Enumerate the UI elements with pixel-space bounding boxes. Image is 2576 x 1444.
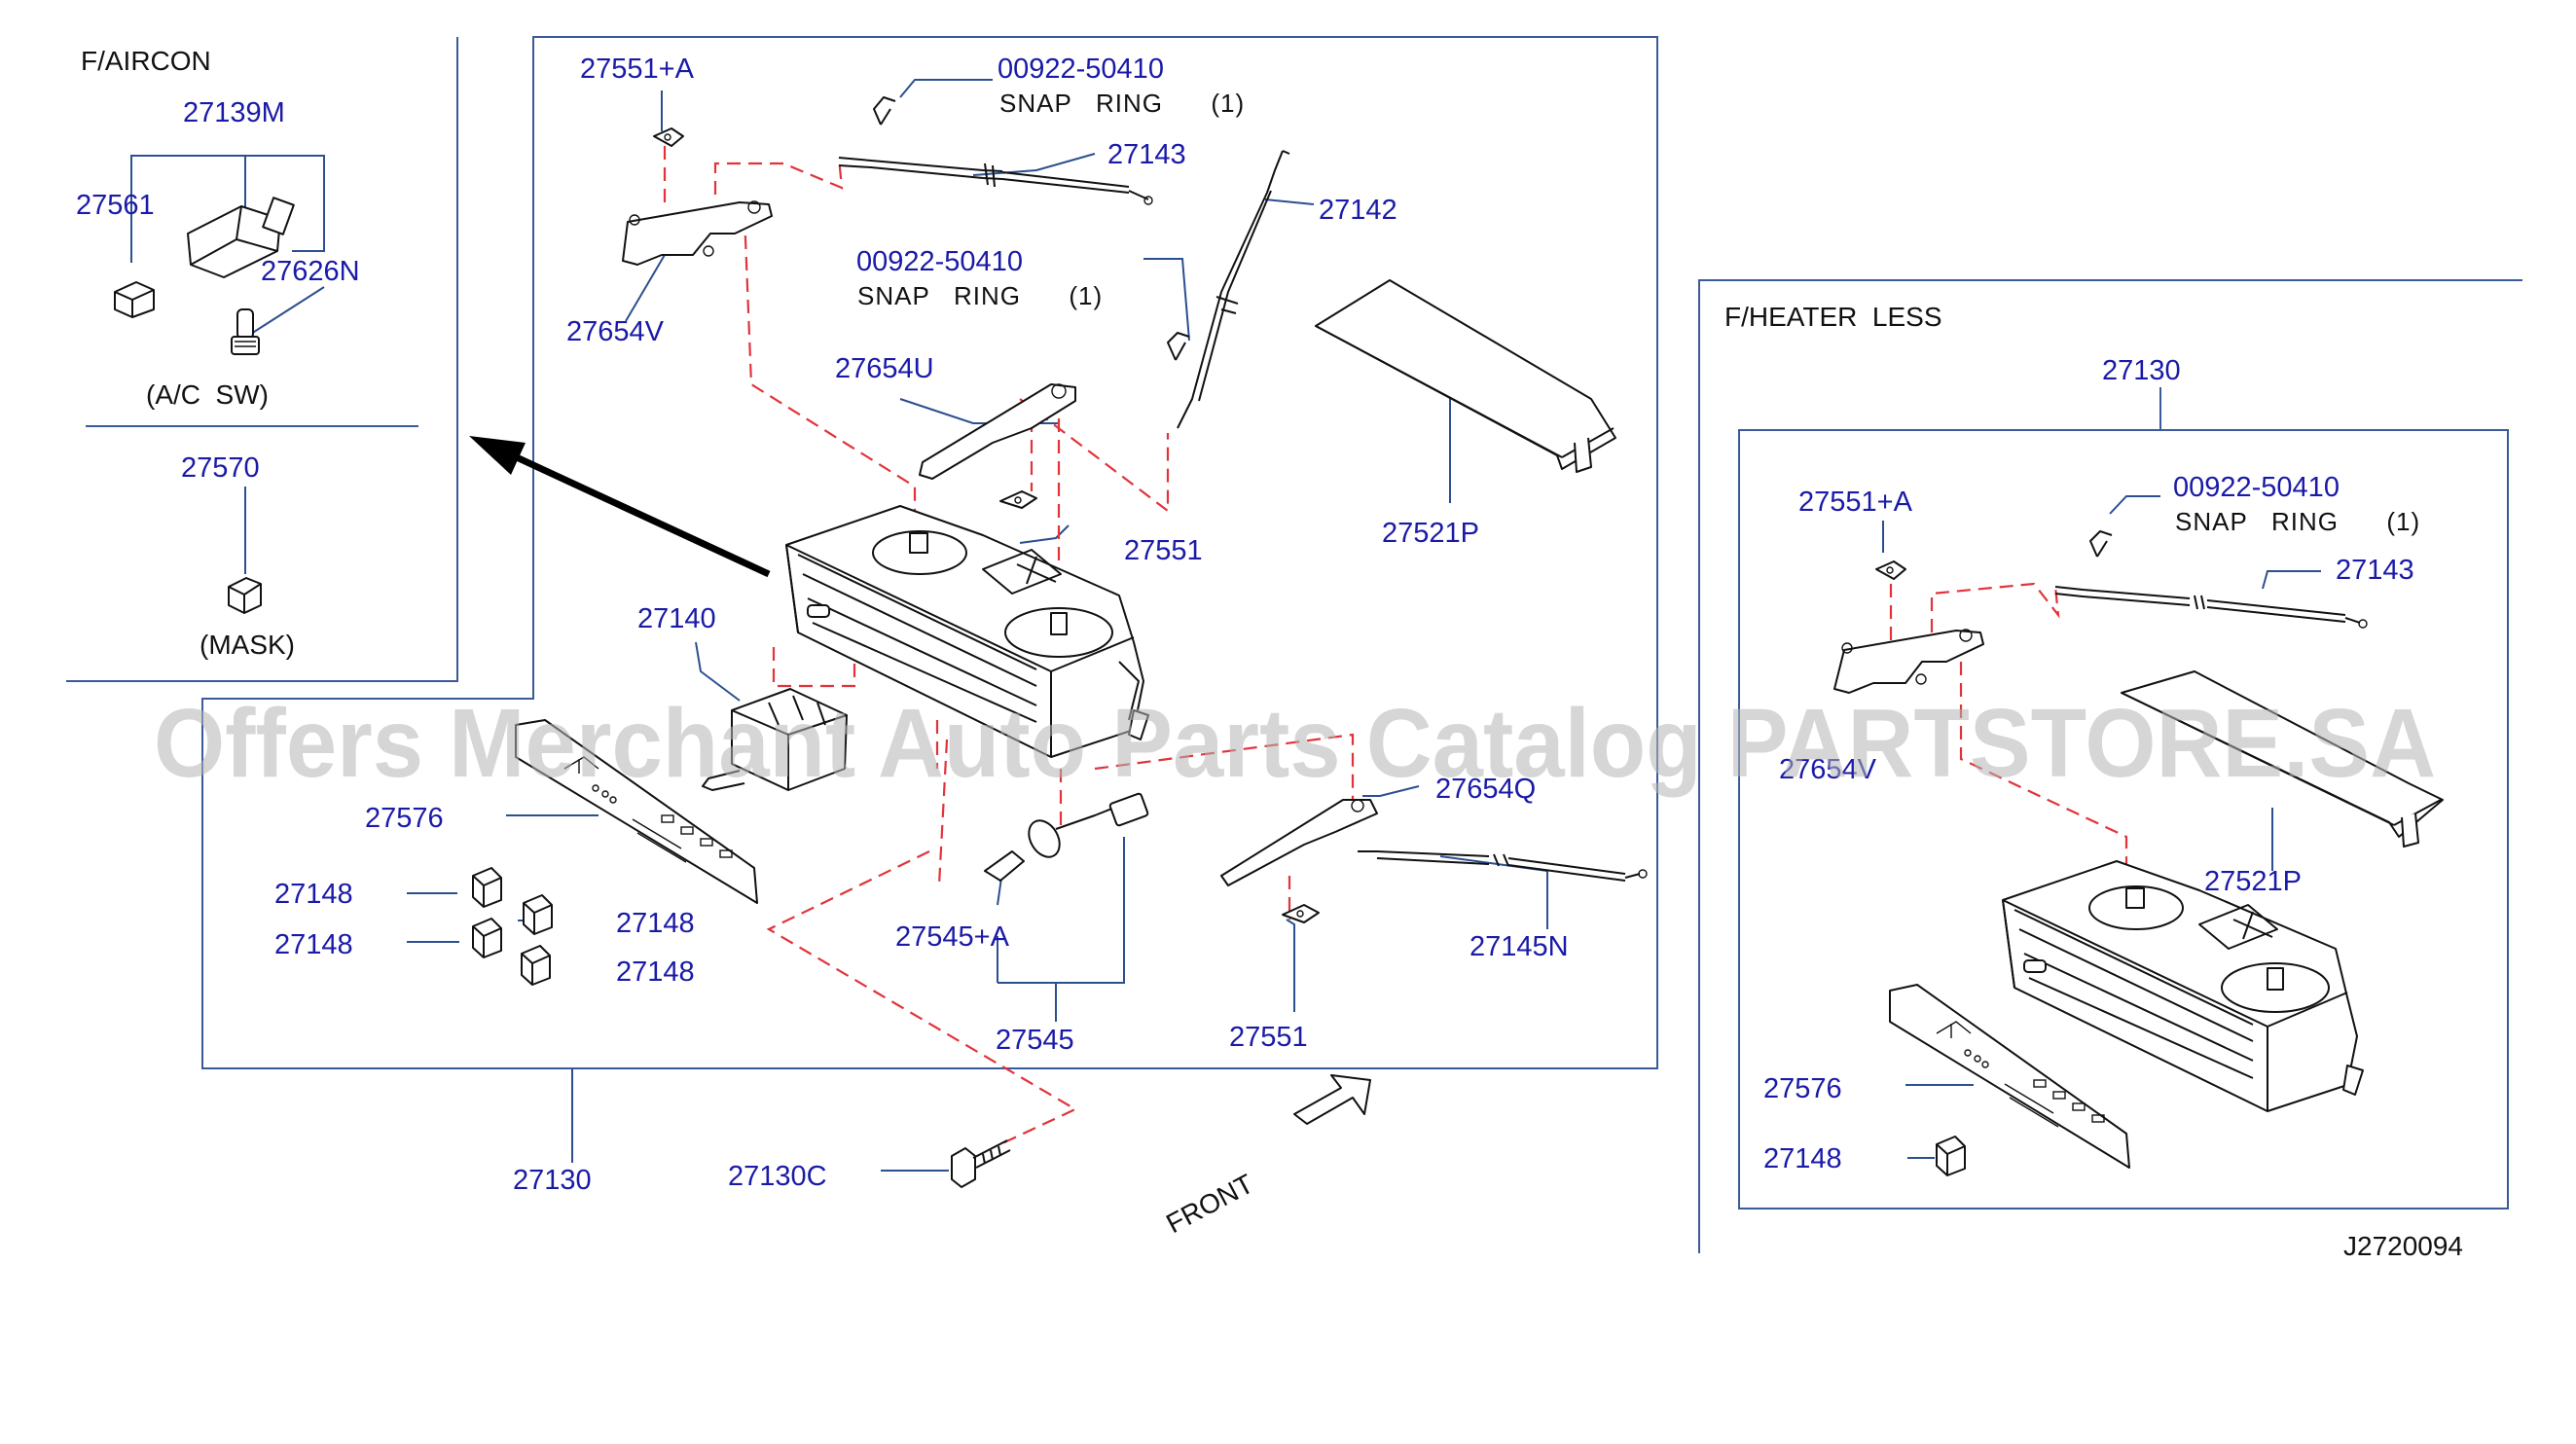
snap-ring-note-2: SNAP RING (1) (857, 281, 1103, 310)
bulb-socket-27545 (984, 792, 1149, 882)
snap-ring-clip-2 (1167, 332, 1190, 361)
duct-cover-27521P-2 (2121, 670, 2444, 848)
callout-27130C: 27130C (728, 1161, 827, 1192)
cable-27143-2 (2054, 586, 2368, 629)
callout-27654V-1: 27654V (566, 316, 665, 347)
callout-27551A-2: 27551+A (1798, 487, 1913, 518)
callout-27561: 27561 (76, 190, 155, 221)
callout-27148-c: 27148 (274, 929, 353, 960)
bracket-27654V-2 (1833, 629, 1984, 694)
watermark: Offers Merchant Auto Parts Catalog PARTS… (154, 689, 2436, 798)
front-arrow (1293, 1074, 1371, 1125)
callout-27521P-1: 27521P (1382, 518, 1479, 549)
heater-less-inner-frame (1738, 429, 2509, 1209)
face-plate-27576-1 (515, 719, 758, 904)
callout-27521P-2: 27521P (2204, 866, 2302, 897)
snap-ring-clip-3 (2089, 530, 2113, 558)
bracket-27654Q (1220, 799, 1378, 886)
heater-less-frame (1698, 279, 2522, 1253)
snap-ring-note-3: SNAP RING (1) (2175, 507, 2420, 536)
callout-27654V-2: 27654V (1779, 754, 1877, 785)
cable-27145N (1358, 850, 1648, 882)
callout-27140: 27140 (637, 603, 716, 634)
callout-00922-50410-3: 00922-50410 (2173, 472, 2340, 503)
direction-arrow (469, 436, 771, 578)
screw-27130C (951, 1139, 1011, 1188)
snap-ring-clip-1 (873, 96, 896, 126)
callout-27145N: 27145N (1469, 931, 1569, 962)
snap-ring-note-1: SNAP RING (1) (999, 89, 1245, 118)
callout-27130-2: 27130 (2102, 355, 2181, 386)
heater-less-section-title: F/HEATER LESS (1724, 302, 1942, 332)
callout-27576-1: 27576 (365, 803, 444, 834)
callout-27626N: 27626N (261, 256, 360, 287)
callout-27576-2: 27576 (1763, 1073, 1842, 1104)
callout-27551-1: 27551 (1124, 535, 1203, 566)
ac-switch-bulb-part (114, 281, 155, 318)
callout-27654Q: 27654Q (1435, 774, 1536, 805)
clip-27551A-2 (1875, 560, 1906, 580)
callout-27551A-1: 27551+A (580, 54, 695, 85)
ac-switch-part (187, 197, 295, 278)
clip-27551-1 (999, 490, 1037, 509)
callout-27148-e: 27148 (1763, 1143, 1842, 1174)
callout-27148-a: 27148 (274, 879, 353, 910)
control-assembly-27130-2 (2002, 860, 2364, 1112)
knob-27148-c (472, 918, 502, 958)
blower-switch-27140 (702, 688, 848, 791)
callout-27139M: 27139M (183, 97, 285, 128)
mask-part (228, 577, 262, 614)
bracket-27654U (919, 383, 1076, 480)
cable-27143-1 (838, 157, 1153, 205)
knob-27148-d (521, 945, 551, 986)
leader-lines (130, 79, 2321, 1172)
duct-cover-27521P (1315, 279, 1616, 473)
callout-27551-2: 27551 (1229, 1022, 1308, 1053)
callout-27545: 27545 (996, 1025, 1074, 1056)
callout-27570: 27570 (181, 452, 260, 484)
callout-00922-50410-1: 00922-50410 (998, 54, 1164, 85)
callout-27148-b: 27148 (616, 908, 695, 939)
callout-27130-1: 27130 (513, 1165, 592, 1196)
aircon-section-title: F/AIRCON (81, 46, 211, 76)
knob-27148-e (1936, 1136, 1966, 1176)
labels: F/AIRCON 27139M 27561 27626N (A/C SW) 27… (76, 46, 2463, 1261)
callout-00922-50410-2: 00922-50410 (856, 246, 1023, 277)
ac-switch-lamp-part (231, 308, 260, 355)
aircon-frame (66, 37, 458, 682)
callout-27143-2: 27143 (2336, 555, 2414, 586)
front-note: FRONT (1161, 1169, 1258, 1240)
callout-27654U: 27654U (835, 353, 934, 384)
callout-27143-1: 27143 (1107, 139, 1186, 170)
cable-27142 (1177, 150, 1290, 429)
knob-27148-b (523, 894, 553, 935)
callout-27545A: 27545+A (895, 921, 1010, 953)
bracket-27654V-1 (622, 200, 773, 266)
frames (66, 36, 2522, 1253)
ac-switch-note: (A/C SW) (146, 379, 269, 410)
main-frame (201, 36, 1658, 1069)
mask-note: (MASK) (200, 630, 295, 660)
clip-27551-2 (1282, 904, 1320, 923)
knob-27148-a (472, 867, 502, 908)
clip-27551A-1 (653, 127, 684, 147)
diagram-id: J2720094 (2343, 1231, 2463, 1261)
control-assembly-27130 (785, 505, 1149, 758)
face-plate-27576-2 (1889, 984, 2130, 1169)
callout-27142: 27142 (1319, 195, 1397, 226)
callout-27148-d: 27148 (616, 957, 695, 988)
